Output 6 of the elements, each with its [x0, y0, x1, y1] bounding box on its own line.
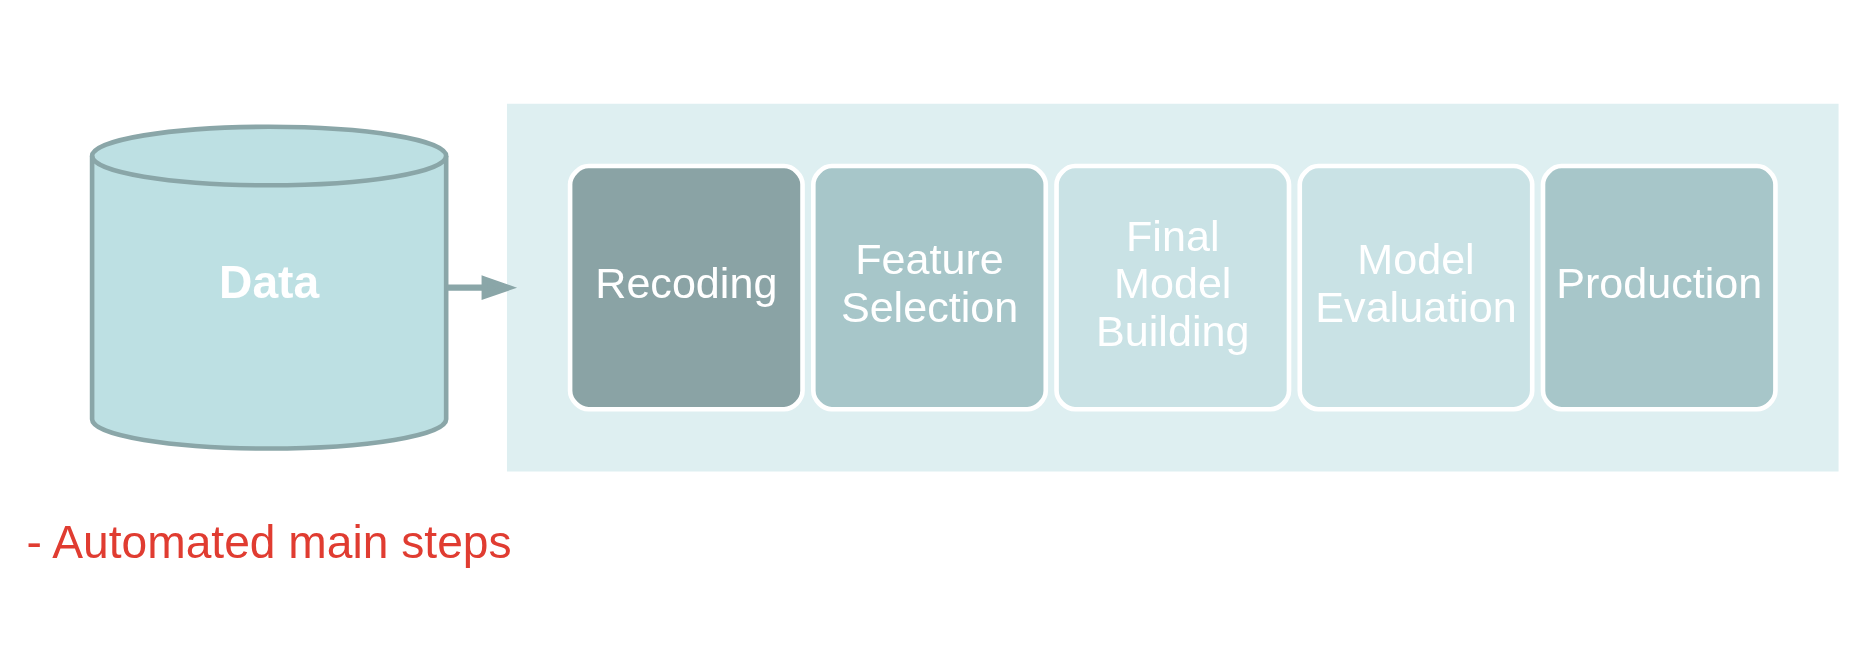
label: - Automated main steps	[26, 515, 512, 568]
cluster	[506, 103, 1839, 472]
node-box: Feature Selection	[811, 163, 1049, 412]
arrow	[446, 275, 518, 301]
node-box: Recoding	[567, 163, 805, 412]
node-box: Production	[1540, 163, 1778, 412]
